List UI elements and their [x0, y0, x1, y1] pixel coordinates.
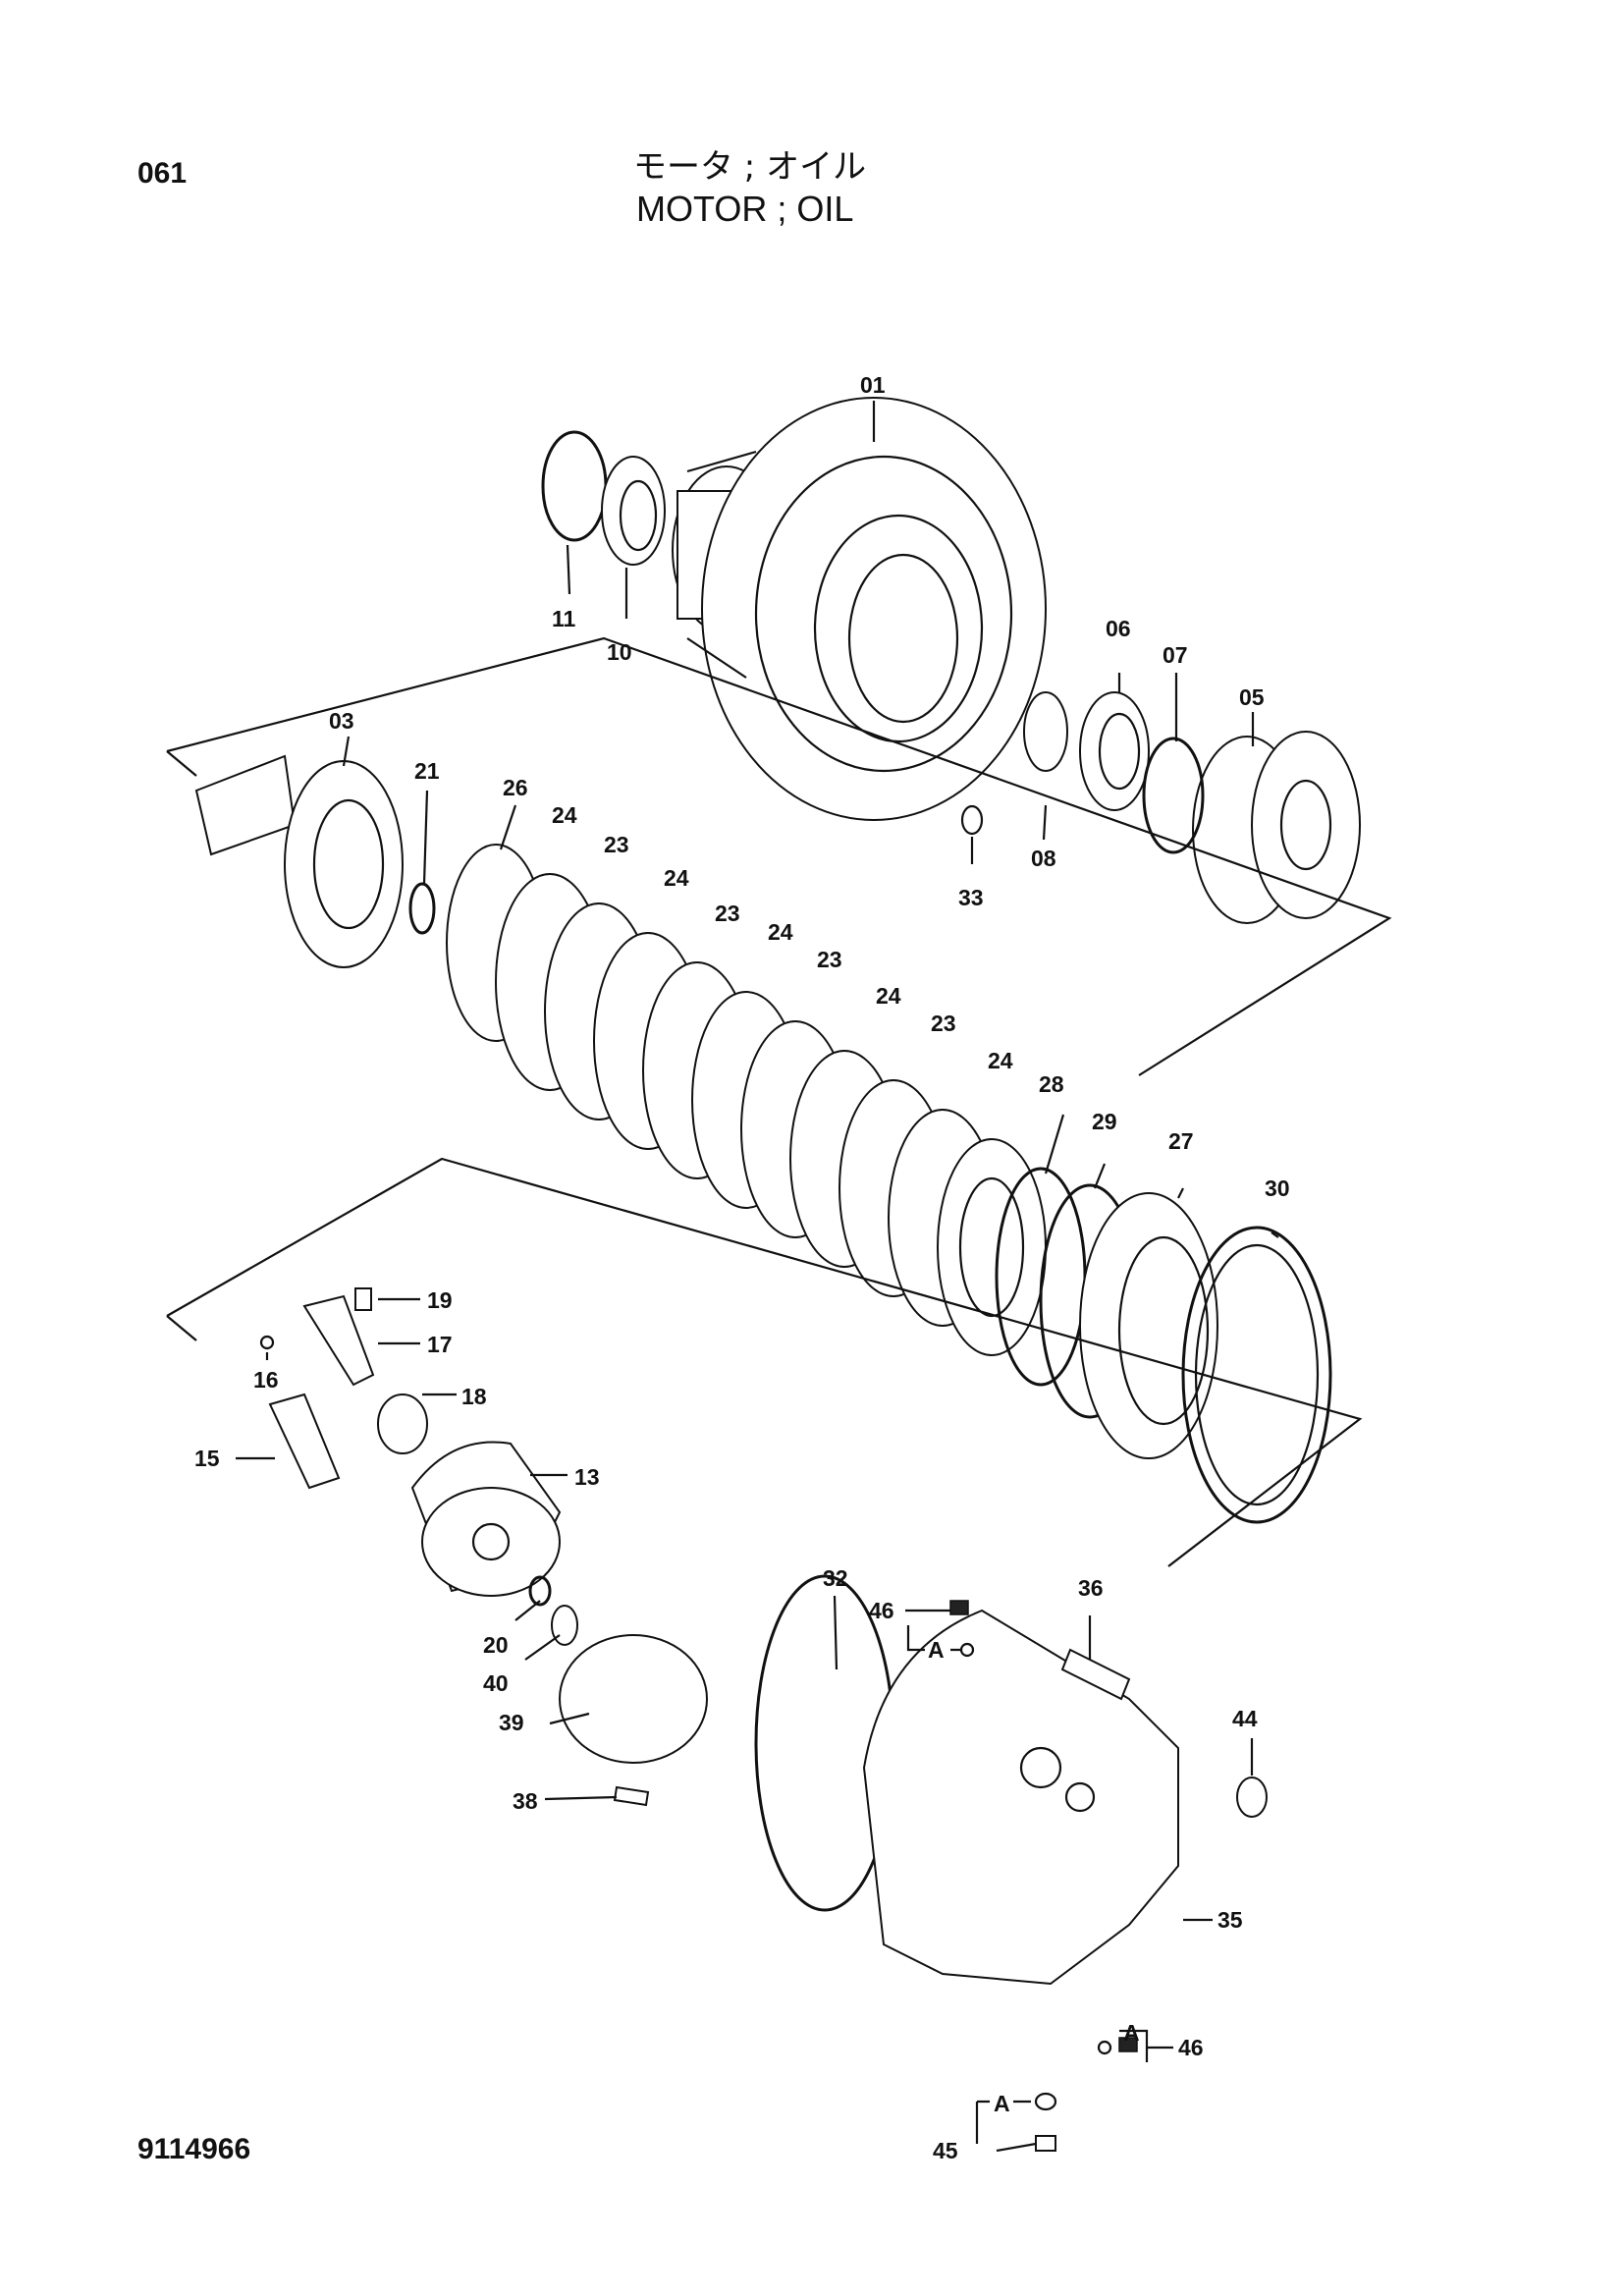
callout-01: 01 — [860, 372, 886, 398]
callout-29: 29 — [1092, 1109, 1117, 1134]
callout-46-top: 46 — [869, 1598, 894, 1623]
title-english: MOTOR ; OIL — [636, 189, 854, 229]
callout-23-2: 23 — [715, 901, 740, 926]
title-japanese: モータ ; オイル — [633, 147, 867, 187]
callout-46-bottom: 46 — [1178, 2035, 1204, 2060]
shaft-gear-part-03[interactable] — [194, 754, 404, 968]
ring-part-30[interactable] — [1181, 1226, 1332, 1524]
callout-30: 30 — [1265, 1175, 1290, 1201]
disc-pack-parts-23-24[interactable] — [495, 873, 1047, 1356]
ring-part-06[interactable] — [1079, 691, 1150, 811]
ref-bracket-top — [906, 1625, 962, 1652]
callout-28: 28 — [1039, 1071, 1064, 1097]
panel-outline-lower — [166, 1157, 1363, 1567]
bearing-part-05[interactable] — [1192, 731, 1361, 924]
callout-24-5: 24 — [988, 1048, 1013, 1073]
callout-10: 10 — [607, 639, 632, 665]
callout-24-3: 24 — [768, 919, 793, 945]
callout-17: 17 — [427, 1332, 453, 1357]
callout-20: 20 — [483, 1632, 509, 1658]
pin-part-38[interactable] — [613, 1785, 650, 1807]
callout-45: 45 — [933, 2138, 958, 2163]
ball-part-16[interactable] — [259, 1335, 275, 1350]
callout-38: 38 — [513, 1788, 538, 1814]
callout-33: 33 — [958, 885, 984, 910]
callout-24-1: 24 — [552, 802, 577, 828]
snap-ring-part-20[interactable] — [528, 1575, 552, 1607]
nut-part-08[interactable] — [1023, 691, 1068, 772]
callout-03: 03 — [329, 708, 354, 734]
ref-bracket-mid — [1119, 2029, 1149, 2062]
valve-plate-part-39[interactable] — [559, 1634, 708, 1764]
ref-bracket-bottom — [975, 2100, 1031, 2144]
pin-part-17[interactable] — [302, 1294, 375, 1387]
callout-32: 32 — [823, 1565, 848, 1591]
snap-ring-part-21[interactable] — [408, 882, 436, 935]
callout-26: 26 — [503, 775, 528, 800]
callout-11: 11 — [552, 606, 576, 631]
pin-part-19[interactable] — [354, 1287, 372, 1311]
callout-15: 15 — [194, 1446, 220, 1471]
callout-08: 08 — [1031, 846, 1056, 871]
callout-23-3: 23 — [817, 947, 842, 972]
plug-part-44[interactable] — [1236, 1777, 1268, 1818]
callout-19: 19 — [427, 1287, 453, 1313]
callout-18: 18 — [461, 1384, 487, 1409]
motor-case-part-35[interactable] — [862, 1609, 1179, 1986]
callout-40: 40 — [483, 1670, 509, 1696]
callout-23-4: 23 — [931, 1011, 956, 1036]
callout-23-1: 23 — [604, 832, 629, 857]
callout-07: 07 — [1163, 642, 1188, 668]
ref-label-a-mid: A — [1123, 2020, 1140, 2046]
document-number: 9114966 — [137, 2133, 251, 2165]
callout-21: 21 — [414, 758, 440, 784]
callout-44: 44 — [1232, 1706, 1258, 1731]
o-ring-part-33[interactable] — [960, 804, 984, 836]
callout-24-4: 24 — [876, 983, 901, 1009]
callout-16: 16 — [253, 1367, 279, 1393]
spring-part-18[interactable] — [377, 1394, 428, 1454]
snap-ring-part-11[interactable] — [541, 430, 608, 542]
plug-part-46-bottom[interactable] — [1097, 2037, 1138, 2055]
page-number: 061 — [137, 157, 188, 190]
piston-part-15[interactable] — [268, 1393, 341, 1490]
callout-36: 36 — [1078, 1575, 1104, 1601]
plug-part-46-top[interactable] — [949, 1600, 975, 1658]
callout-24-2: 24 — [664, 865, 689, 891]
callout-27: 27 — [1168, 1128, 1194, 1154]
ref-label-a-bottom: A — [994, 2091, 1010, 2116]
callout-05: 05 — [1239, 684, 1265, 710]
plug-part-45[interactable] — [1034, 2092, 1057, 2152]
hub-housing-part[interactable] — [672, 397, 1047, 821]
callout-06: 06 — [1106, 616, 1131, 641]
cylinder-block-part-13[interactable] — [410, 1441, 562, 1597]
callout-39: 39 — [499, 1710, 524, 1735]
ring-part-07[interactable] — [1142, 737, 1205, 854]
callout-13: 13 — [574, 1464, 600, 1490]
seal-part-10[interactable] — [601, 456, 666, 566]
piston-part-27[interactable] — [1079, 1192, 1218, 1459]
panel-outline-upper — [166, 636, 1392, 1076]
ref-label-a-top: A — [928, 1637, 945, 1663]
bolt-part-36[interactable] — [1060, 1648, 1131, 1701]
callout-35: 35 — [1217, 1907, 1243, 1933]
leader-lines — [236, 401, 1279, 2153]
